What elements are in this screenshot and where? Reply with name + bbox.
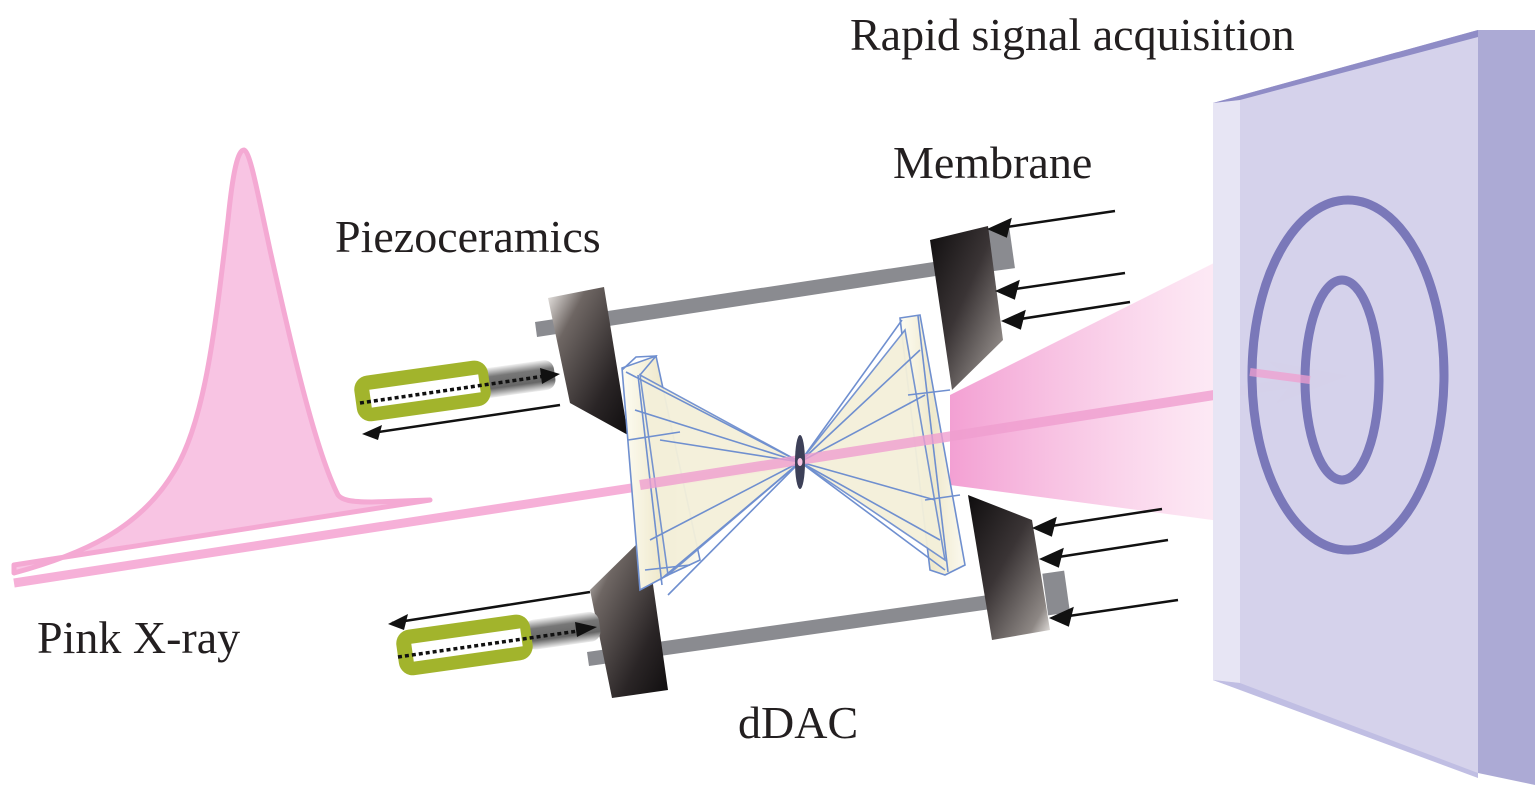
frame-rods: [535, 226, 1070, 666]
diffraction-cone: [950, 245, 1250, 525]
xray-spectrum: [11, 147, 433, 576]
area-detector: [1213, 30, 1535, 785]
title-rapid-signal-acquisition: Rapid signal acquisition: [850, 9, 1295, 60]
label-pink-xray: Pink X-ray: [37, 612, 241, 663]
label-ddac: dDAC: [738, 697, 859, 748]
piezo-actuator-top: [354, 360, 561, 440]
label-membrane: Membrane: [893, 137, 1093, 188]
label-piezoceramics: Piezoceramics: [335, 211, 601, 262]
piezo-actuator-bottom: [388, 590, 601, 676]
membrane-pressure-arrows: [986, 209, 1179, 627]
xray-beam-transmitted: [639, 375, 1311, 490]
anvil-seats: [548, 226, 1050, 698]
